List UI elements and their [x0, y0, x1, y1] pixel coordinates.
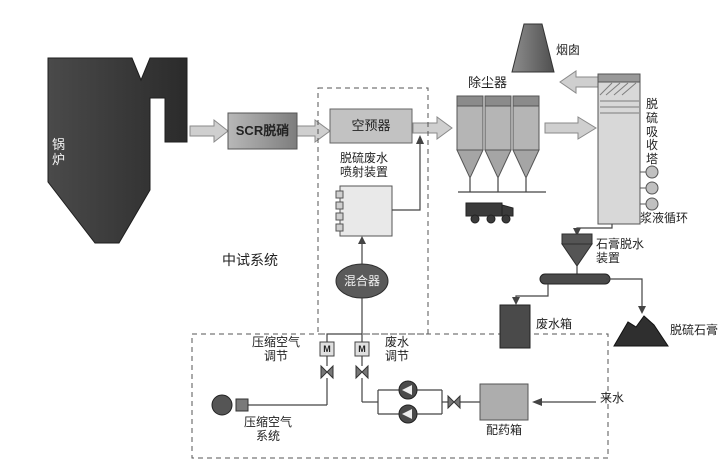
- absorber-label: 脱硫吸收塔: [646, 97, 659, 167]
- slurry-circulation-label: 浆液循环: [640, 211, 689, 225]
- gypsum-pile-shape: [613, 315, 669, 347]
- flue-gas-arrows: [189, 70, 601, 144]
- arrow-into-gypsum: [638, 306, 646, 314]
- pilot-system-boundary: [191, 87, 609, 459]
- pilot-system-label: 中试系统: [222, 252, 278, 268]
- belt-to-gypsum-line: [606, 278, 643, 310]
- gypsum-dewatering-shape: [539, 224, 613, 285]
- air-preheater-box: [329, 108, 413, 144]
- arrow-into-dosing: [532, 398, 542, 406]
- slurry-pumps: [640, 165, 659, 211]
- dosing-tank-shape: [479, 383, 529, 421]
- arrow-into-tank: [512, 297, 520, 305]
- injection-device-label: 脱硫废水喷射装置: [339, 151, 388, 179]
- incoming-water-label: 来水: [600, 391, 625, 405]
- air-compressor-shape: [211, 394, 249, 416]
- gypsum-dewatering-label: 石膏脱水装置: [596, 237, 645, 265]
- esp-bottom-lines: [458, 178, 546, 193]
- arrow-into-injection: [358, 236, 366, 244]
- valves: [319, 341, 461, 410]
- wastewater-tank-label: 废水箱: [536, 317, 573, 331]
- absorber-shape: [597, 73, 641, 225]
- injection-device-shape: [335, 185, 393, 237]
- mixer-label: 混合器: [343, 274, 380, 288]
- dosing-tank-label: 配药箱: [485, 423, 522, 437]
- motor-valve-label-wastewater: M: [358, 344, 366, 354]
- desulf-gypsum-label: 脱硫石膏: [670, 323, 718, 337]
- scr-label: SCR脱硝: [235, 123, 290, 138]
- wastewater-tank-shape: [499, 304, 531, 349]
- air-preheater-label: 空预器: [351, 118, 391, 133]
- chimney-label: 烟囱: [556, 43, 581, 57]
- injection-to-duct-line: [392, 140, 421, 211]
- boiler-shape: [47, 57, 188, 244]
- ash-truck: [465, 202, 514, 224]
- arrow-into-duct: [416, 135, 424, 144]
- scr-box: [227, 112, 298, 150]
- dosing-pumps: [398, 380, 418, 424]
- dust-collector-label: 除尘器: [468, 75, 508, 90]
- chimney-shape: [511, 23, 555, 73]
- bottom-piping: [248, 356, 596, 415]
- wastewater-regulation-label: 废水调节: [384, 335, 409, 363]
- boiler-label: 锅炉: [52, 137, 66, 167]
- motor-valve-label-air: M: [323, 344, 331, 354]
- compressed-air-regulation-label: 压缩空气调节: [251, 335, 300, 363]
- esp-shape: [456, 95, 540, 180]
- compressed-air-system-label: 压缩空气系统: [243, 415, 292, 443]
- belt-to-tank-line: [515, 284, 549, 302]
